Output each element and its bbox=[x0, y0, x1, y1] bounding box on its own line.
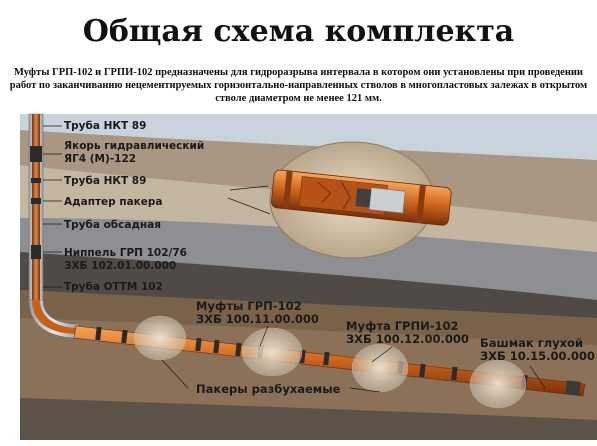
slide-title: Общая схема комплекта bbox=[82, 14, 515, 49]
string-joint bbox=[419, 363, 426, 378]
string-joint bbox=[323, 351, 330, 366]
nipple-body bbox=[31, 245, 41, 259]
blind-shoe-body bbox=[565, 380, 581, 396]
coupling-band bbox=[415, 184, 426, 224]
leader-line bbox=[371, 346, 393, 363]
label-nipple-line-1: Ниппель ГРП 102/76 bbox=[64, 247, 187, 259]
leader-line bbox=[349, 387, 381, 393]
string-joint bbox=[195, 337, 202, 352]
leader-line bbox=[229, 185, 269, 191]
leader-line bbox=[227, 197, 271, 215]
ground-layer-bottom bbox=[20, 398, 597, 440]
label-blind-shoe-line-2: ЗХБ 10.15.00.000 bbox=[480, 349, 595, 363]
label-blind-shoe-line-1: Башмак глухой bbox=[480, 336, 583, 350]
swell-packer-disc bbox=[469, 359, 527, 409]
tubing-vertical bbox=[32, 114, 40, 304]
string-joint bbox=[95, 326, 102, 341]
leader-line bbox=[529, 365, 546, 389]
label-tube-nkt-1: Труба НКТ 89 bbox=[64, 120, 146, 132]
label-swell-packers: Пакеры разбухаемые bbox=[196, 382, 341, 396]
leader-line bbox=[161, 359, 189, 389]
slide-subtitle: Муфты ГРП-102 и ГРПИ-102 предназначены д… bbox=[9, 67, 588, 104]
label-anchor-line-2: ЯГ4 (М)-122 bbox=[64, 153, 136, 165]
horizontal-tubing bbox=[73, 325, 586, 397]
anchor-body bbox=[30, 146, 42, 162]
label-grp-couplings-line-2: ЗХБ 100.11.00.000 bbox=[196, 312, 319, 326]
string-joint bbox=[451, 366, 458, 381]
swell-packer-disc bbox=[351, 343, 409, 393]
callout-coupling bbox=[270, 169, 452, 226]
string-joint bbox=[213, 339, 220, 354]
label-tube-nkt-2: Труба НКТ 89 bbox=[64, 175, 146, 187]
coupling-band bbox=[282, 170, 293, 210]
tubing-bend bbox=[32, 300, 78, 334]
tubing-joint-1 bbox=[31, 178, 41, 183]
label-grpi-coupling-line-1: Муфта ГРПИ-102 bbox=[346, 319, 459, 333]
swell-packer-disc bbox=[241, 327, 303, 377]
label-tube-ottm: Труба ОТТМ 102 bbox=[64, 281, 163, 293]
label-grpi-coupling-line-2: ЗХБ 100.12.00.000 bbox=[346, 332, 469, 346]
label-casing: Труба обсадная bbox=[64, 219, 161, 231]
coupling-seat bbox=[355, 188, 372, 208]
coupling-piston bbox=[368, 187, 406, 214]
coupling-fracture-lines bbox=[317, 181, 351, 209]
label-nipple-line-2: ЗХБ 102.01.00.000 bbox=[64, 260, 176, 272]
swell-packers bbox=[133, 315, 527, 409]
leader-lines bbox=[43, 125, 546, 393]
string-joint bbox=[121, 329, 128, 344]
packer-adapter-body bbox=[31, 198, 41, 204]
leader-line bbox=[259, 325, 269, 347]
component-labels: Труба НКТ 89 Якорь гидравлический ЯГ4 (М… bbox=[64, 120, 595, 396]
swell-packer-disc bbox=[133, 315, 187, 361]
label-packer-adapter: Адаптер пакера bbox=[64, 196, 163, 208]
label-grp-couplings-line-1: Муфты ГРП-102 bbox=[196, 299, 302, 313]
string-joint bbox=[235, 342, 242, 357]
zoom-callout bbox=[269, 141, 452, 259]
label-anchor-line-1: Якорь гидравлический bbox=[64, 140, 204, 152]
